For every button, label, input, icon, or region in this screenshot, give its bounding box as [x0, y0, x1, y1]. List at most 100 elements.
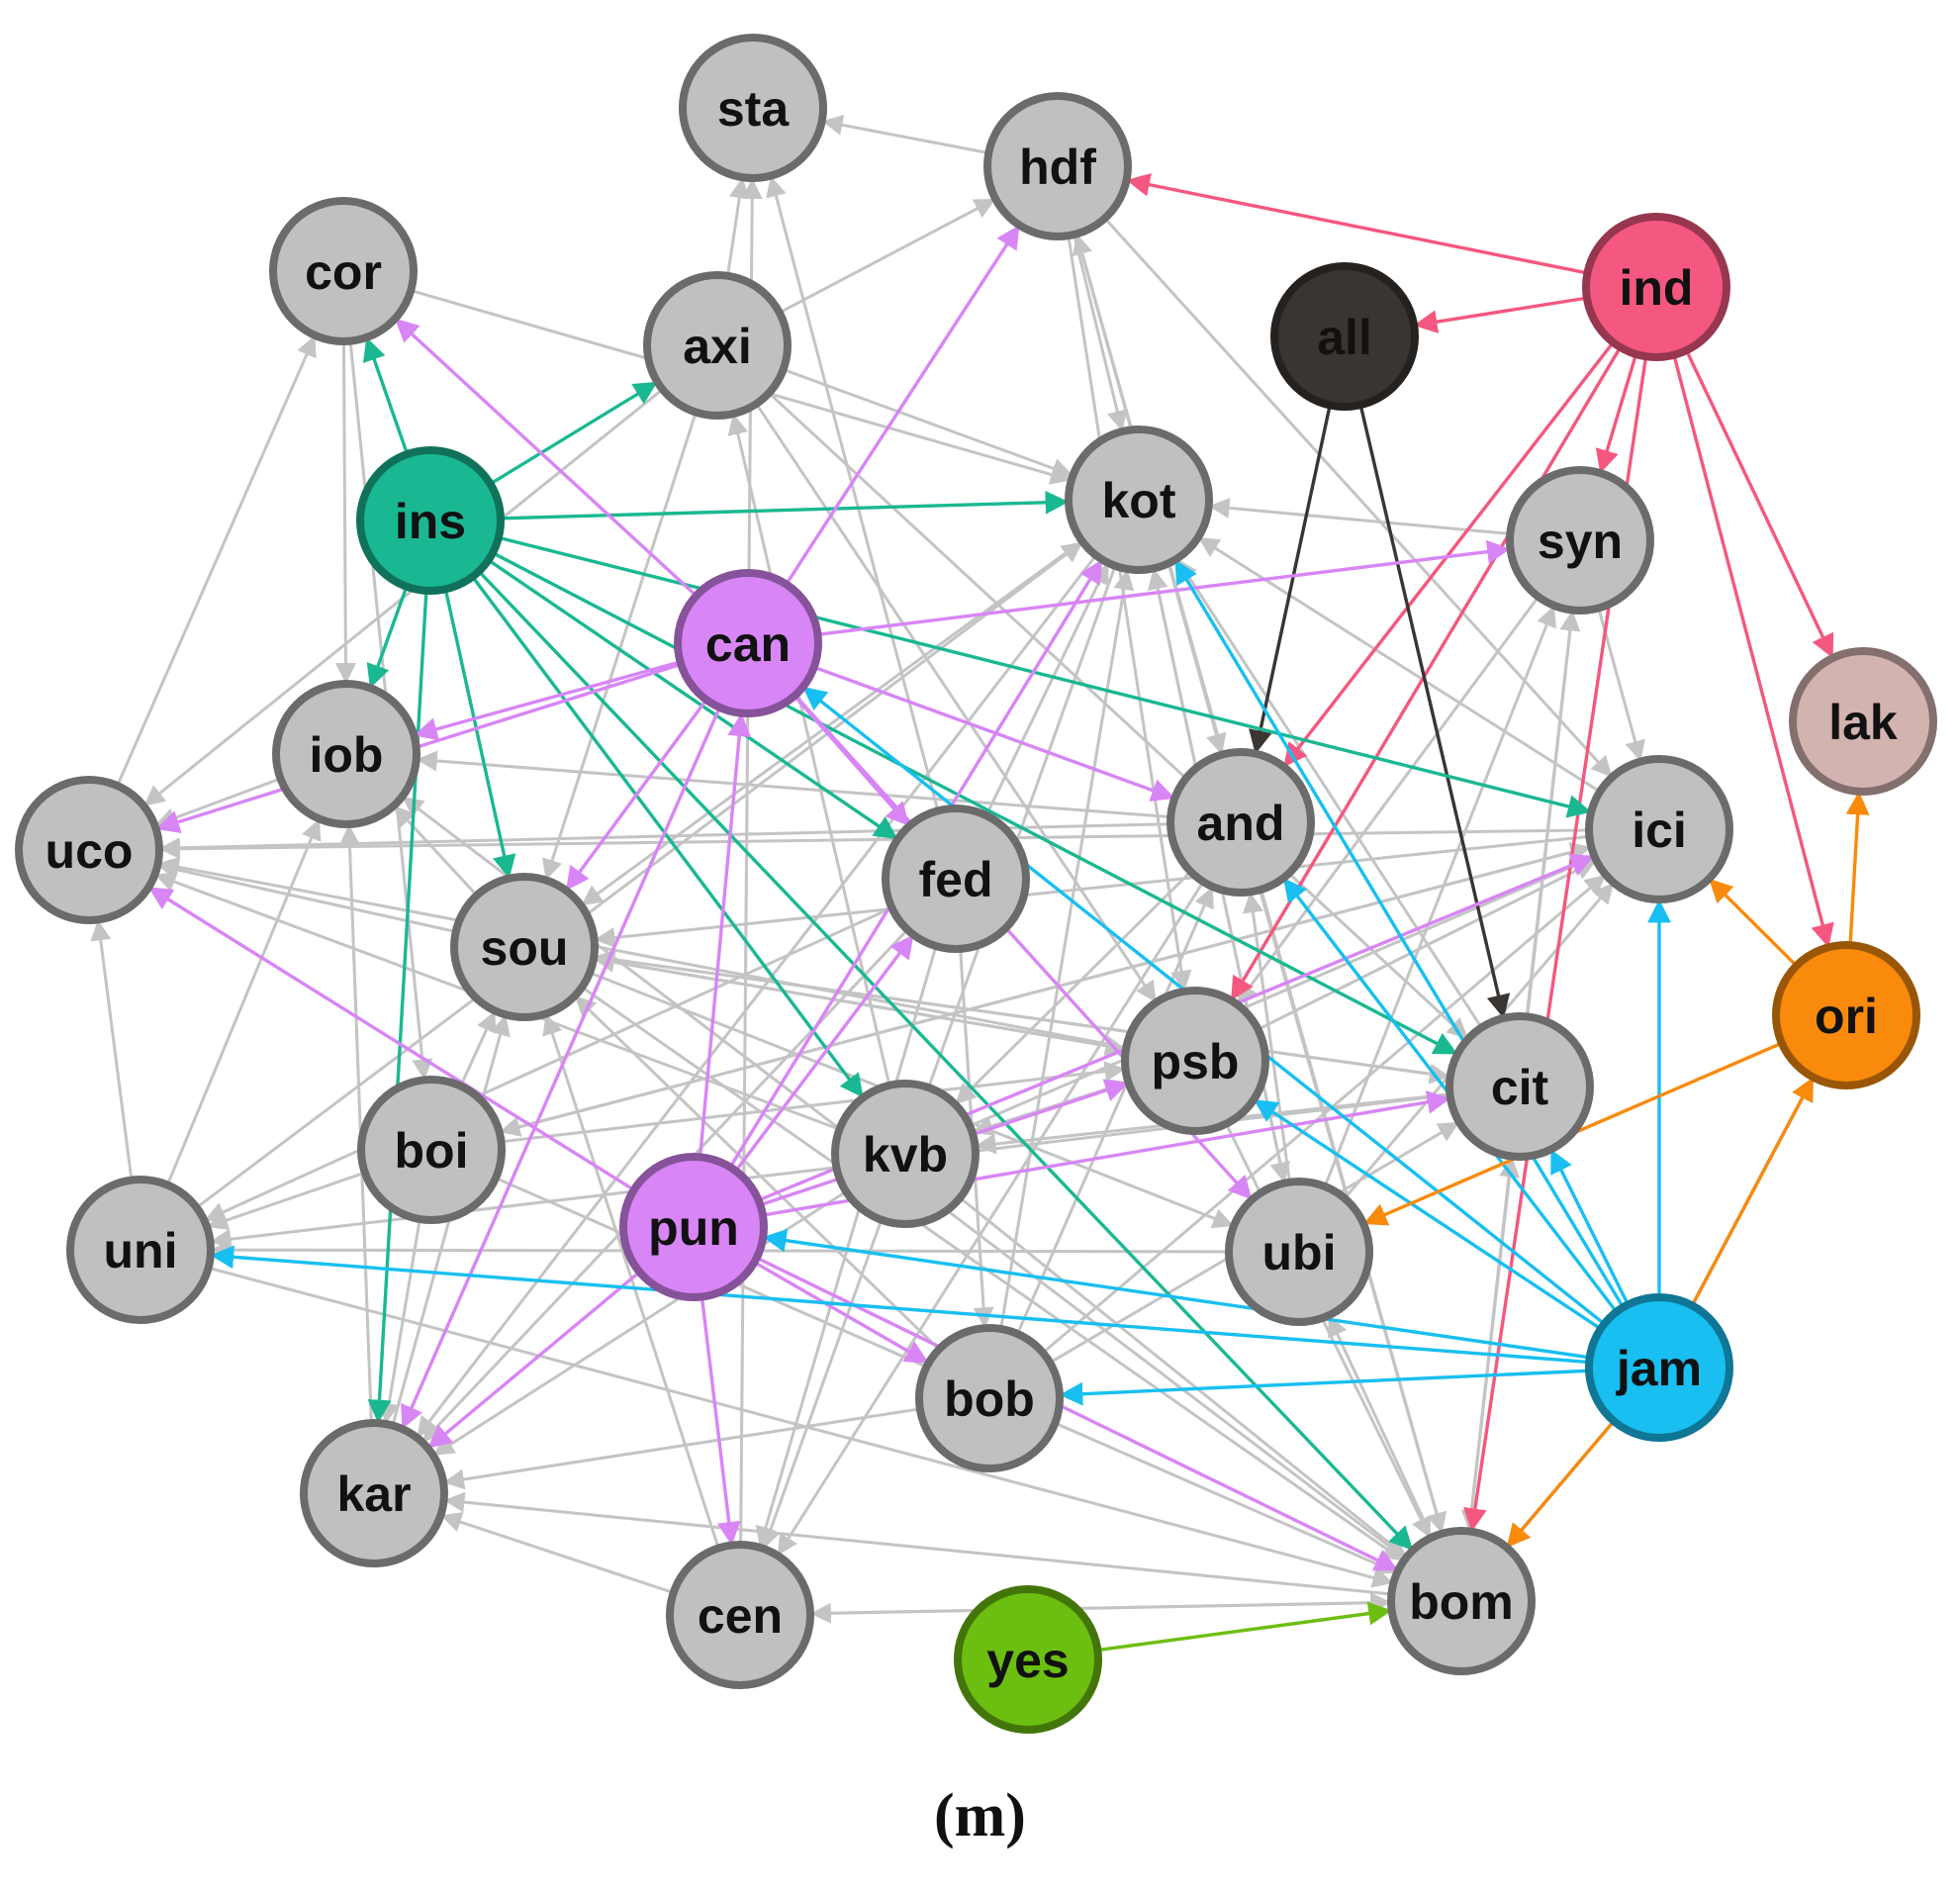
node-label-lak: lak: [1828, 695, 1898, 750]
node-circle-and: [1167, 748, 1315, 897]
edge-hdf-to-sta: [821, 114, 989, 155]
node-label-syn: syn: [1538, 514, 1623, 569]
node-cit: cit: [1446, 1012, 1594, 1161]
edge-ins-to-sou: [443, 588, 516, 880]
edge-uni-to-iob: [165, 818, 322, 1186]
edge-ici-to-uco: [158, 828, 1590, 860]
edge-axi-to-cit: [768, 392, 1468, 1039]
node-label-ind: ind: [1620, 260, 1694, 316]
node-label-ici: ici: [1632, 803, 1687, 858]
edge-uco-to-cor: [116, 334, 317, 787]
node-label-kar: kar: [336, 1466, 411, 1522]
node-circle-cit: [1446, 1012, 1594, 1161]
edge-ins-to-kvb: [471, 575, 864, 1098]
node-label-ubi: ubi: [1262, 1225, 1337, 1280]
node-circle-ins: [356, 446, 505, 595]
node-cor: cor: [269, 197, 418, 345]
edge-kot-to-kar: [417, 554, 1097, 1438]
edge-kvb-to-bom: [959, 1196, 1407, 1558]
node-all: all: [1270, 262, 1419, 411]
edge-psb-to-ici: [1257, 860, 1597, 1031]
edge-yes-to-bom: [1097, 1601, 1393, 1653]
node-fed: fed: [882, 804, 1030, 953]
edge-pun-to-bob: [753, 1261, 929, 1364]
edge-axi-to-sou: [542, 412, 698, 881]
node-psb: psb: [1121, 987, 1269, 1135]
node-label-cen: cen: [698, 1588, 783, 1644]
edge-jam-to-kot: [1174, 559, 1625, 1308]
edge-hdf-to-kot: [1073, 234, 1128, 432]
node-circle-ici: [1585, 755, 1733, 903]
edge-uni-to-kot: [195, 541, 1083, 1209]
node-circle-lak: [1789, 647, 1937, 796]
node-uco: uco: [15, 776, 163, 924]
edge-cen-to-kar: [440, 1512, 675, 1595]
node-ins: ins: [356, 446, 505, 595]
node-label-jam: jam: [1616, 1341, 1702, 1396]
edge-ins-to-cit: [492, 551, 1458, 1055]
node-label-bob: bob: [944, 1372, 1035, 1427]
edge-can-to-and: [813, 665, 1175, 802]
edge-pun-to-cen: [700, 1296, 741, 1546]
node-label-kot: kot: [1102, 473, 1176, 528]
node-bom: bom: [1387, 1527, 1536, 1675]
edge-ins-to-axi: [489, 381, 658, 486]
edge-jam-to-bom: [1506, 1420, 1616, 1549]
edge-bom-to-kar: [443, 1491, 1392, 1596]
node-jam: jam: [1585, 1293, 1733, 1442]
node-circle-jam: [1585, 1293, 1733, 1442]
edge-ind-to-hdf: [1126, 172, 1588, 275]
edge-fed-to-cen: [755, 945, 938, 1548]
edge-bob-to-and: [1016, 886, 1214, 1335]
node-circle-axi: [643, 271, 792, 420]
node-hdf: hdf: [983, 92, 1132, 240]
node-iob: iob: [272, 680, 420, 828]
node-can: can: [674, 569, 822, 717]
edge-jam-to-bob: [1059, 1369, 1590, 1406]
edge-boi-to-sou: [459, 1010, 497, 1088]
edge-jam-to-ori: [1690, 1077, 1815, 1307]
edge-boi-to-ici: [499, 842, 1592, 1134]
edge-kvb-to-ici: [969, 855, 1595, 1128]
node-cen: cen: [666, 1541, 814, 1689]
node-circle-uco: [15, 776, 163, 924]
node-label-can: can: [705, 616, 791, 672]
edge-all-to-cit: [1358, 404, 1511, 1019]
edge-pun-to-uco: [147, 887, 635, 1191]
edge-ici-to-sou: [594, 834, 1590, 948]
node-label-sta: sta: [717, 81, 790, 137]
edge-uni-to-uco: [90, 919, 134, 1181]
node-label-all: all: [1317, 310, 1372, 365]
edge-pun-to-kar: [427, 1271, 641, 1449]
node-yes: yes: [954, 1585, 1102, 1734]
node-circle-cen: [666, 1541, 814, 1689]
edge-bob-to-kar: [443, 1407, 921, 1490]
node-label-ori: ori: [1815, 989, 1878, 1044]
edge-kar-to-iob: [338, 823, 373, 1424]
node-axi: axi: [643, 271, 792, 420]
edge-bob-to-kot: [999, 568, 1135, 1330]
node-circle-yes: [954, 1585, 1102, 1734]
node-ubi: ubi: [1225, 1178, 1373, 1326]
node-label-bom: bom: [1409, 1574, 1514, 1630]
edge-ins-to-iob: [366, 586, 409, 689]
edge-ind-to-and: [1283, 341, 1615, 768]
edge-cit-to-kot: [1176, 558, 1483, 1029]
node-label-yes: yes: [986, 1633, 1069, 1688]
node-circle-kot: [1065, 426, 1213, 574]
edge-can-to-iob: [414, 660, 682, 741]
edge-ins-to-cor: [362, 336, 410, 455]
node-circle-fed: [882, 804, 1030, 953]
edge-kvb-to-axi: [727, 414, 891, 1087]
node-ori: ori: [1772, 941, 1920, 1089]
edge-bob-to-sou: [574, 995, 941, 1351]
node-circle-hdf: [983, 92, 1132, 240]
edge-syn-to-psb: [1237, 596, 1540, 1004]
node-label-axi: axi: [683, 319, 752, 374]
edge-hdf-to-psb: [1067, 235, 1192, 992]
node-circle-ind: [1582, 213, 1730, 361]
node-circle-can: [674, 569, 822, 717]
edge-pun-to-bom: [756, 1256, 1399, 1571]
node-ici: ici: [1585, 755, 1733, 903]
node-kar: kar: [300, 1419, 448, 1567]
